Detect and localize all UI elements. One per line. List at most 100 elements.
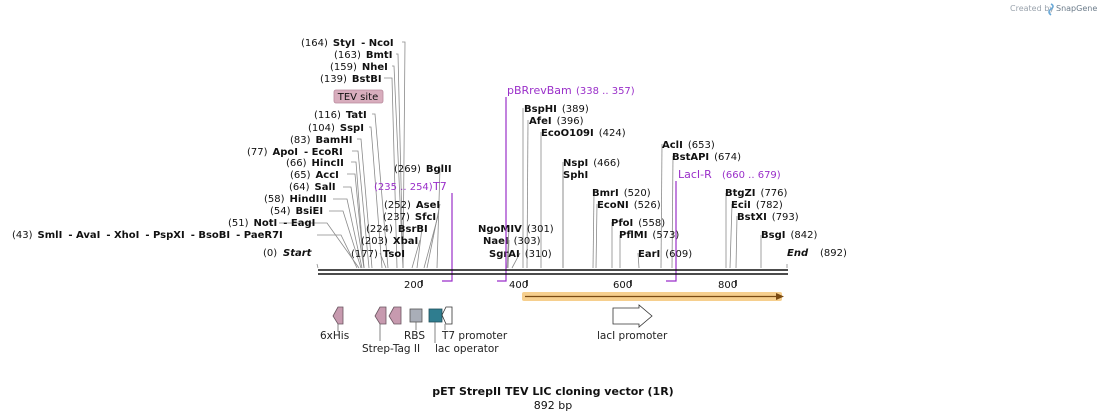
end-marker: End (892) <box>787 248 847 259</box>
site-label-r66[interactable]: (66)HincII <box>286 158 344 169</box>
site-label-r58[interactable]: (58)HindIII <box>264 194 327 205</box>
site-label-r163[interactable]: (163)BmtI <box>334 50 392 61</box>
tick-label-600: 600 <box>613 280 632 291</box>
site-label-r65[interactable]: (65)AccI <box>290 170 339 181</box>
site-label-r177[interactable]: (177)TsoI <box>351 249 405 260</box>
site-position: (389) <box>562 104 589 115</box>
site-label-rbtgzi[interactable]: BtgZI(776) <box>725 188 788 199</box>
site-position: (310) <box>525 249 552 260</box>
site-label-rbstapi[interactable]: BstAPI(674) <box>672 152 741 163</box>
primer-pbrrevbam[interactable]: pBRrevBam (338 .. 357) <box>497 84 635 282</box>
primer-t7[interactable]: (235 .. 254) T7 <box>374 180 453 282</box>
laci-orf-arrow[interactable] <box>522 292 784 301</box>
site-label-r224[interactable]: (224)BsrBI <box>366 224 428 235</box>
site-label-rsph[interactable]: SphI <box>563 170 588 181</box>
site-position: (793) <box>772 212 799 223</box>
site-label-r237[interactable]: (237)SfcI <box>383 212 436 223</box>
lac-operator-label: lac operator <box>435 343 499 355</box>
enzyme-name: AseI <box>416 200 440 211</box>
t7-promoter-feature[interactable]: T7 promoter <box>441 306 508 342</box>
site-position: (424) <box>599 128 626 139</box>
created-by-text: Created by <box>1010 4 1054 13</box>
site-label-r54[interactable]: (54)BsiEI <box>270 206 323 217</box>
enzyme-name: BglII <box>426 164 452 175</box>
site-label-rpfo[interactable]: PfoI(558) <box>611 218 665 229</box>
enzyme-name: TatI <box>346 110 367 121</box>
site-position: (674) <box>714 152 741 163</box>
site-label-rbstxi[interactable]: BstXI (793) <box>737 212 799 223</box>
site-label-r116[interactable]: (116)TatI <box>314 110 367 121</box>
site-position: (58) <box>264 194 285 205</box>
site-position: (609) <box>665 249 692 260</box>
site-label-r164[interactable]: (164)StyI- NcoI <box>301 38 394 49</box>
site-position: (64) <box>289 182 310 193</box>
site-connector-lines <box>279 41 788 269</box>
start-marker: (0) Start <box>263 248 313 259</box>
site-label-r203[interactable]: (203)XbaI <box>361 236 418 247</box>
site-position: (77) <box>247 147 268 158</box>
start-label: Start <box>283 248 313 259</box>
site-label-rbsp[interactable]: BspHI(389) <box>524 104 589 115</box>
site-label-rbmr[interactable]: BmrI(520) <box>592 188 651 199</box>
tick-label-400: 400 <box>509 280 528 291</box>
site-label-r139[interactable]: (139) BstBI <box>320 74 382 85</box>
site-label-rpflmi[interactable]: PflMI(573) <box>619 230 679 241</box>
site-label-rnae[interactable]: NaeI(303) <box>483 236 541 247</box>
enzyme-name: TsoI <box>383 249 405 260</box>
site-position: (139) <box>320 74 347 85</box>
enzyme-name: EcoNI <box>597 200 629 211</box>
map-length: 892 bp <box>534 399 572 412</box>
enzyme-name: SgrAI <box>489 249 520 260</box>
primer-pbrrevbam-label: pBRrevBam <box>507 84 572 97</box>
his-tag-feature[interactable]: 6xHis <box>320 306 349 342</box>
end-position: (892) <box>820 248 847 259</box>
site-label-racl[interactable]: AclI(653) <box>662 140 715 151</box>
strep-tag-feature[interactable]: Strep-Tag II <box>362 306 420 355</box>
enzyme-name: AclI <box>662 140 683 151</box>
site-label-recon[interactable]: EcoNI(526) <box>597 200 661 211</box>
site-label-r159[interactable]: (159)NheI <box>330 62 388 73</box>
primer-t7-label: T7 <box>432 180 447 193</box>
site-label-rbsgi[interactable]: BsgI(842) <box>761 230 817 241</box>
site-label-r252[interactable]: (252)AseI <box>384 200 440 211</box>
site-position: (558) <box>638 218 665 229</box>
site-label-recii[interactable]: EciI(782) <box>731 200 783 211</box>
site-label-r104[interactable]: (104)SspI <box>308 123 364 134</box>
site-position: (43) <box>12 230 33 241</box>
site-position: (164) <box>301 38 328 49</box>
site-label-reco109[interactable]: EcoO109I (424) <box>541 128 626 139</box>
site-position: (573) <box>652 230 679 241</box>
restriction-site-labels: (43)SmlI- AvaI- XhoI- PspXI- BsoBI- PaeR… <box>12 38 817 260</box>
tev-site-feature[interactable]: TEV site <box>333 89 384 104</box>
laci-promoter-label: lacI promoter <box>597 330 668 342</box>
primer-laci-r[interactable]: LacI-R (660 .. 679) <box>666 168 781 282</box>
site-label-r51[interactable]: (51)NotI- EagI <box>228 218 315 229</box>
site-label-r77[interactable]: (77)ApoI- EcoRI <box>247 147 343 158</box>
t7-promoter-label: T7 promoter <box>441 330 508 342</box>
tick-label-800: 800 <box>718 280 737 291</box>
site-position: (159) <box>330 62 357 73</box>
site-label-r83[interactable]: (83)BamHI <box>290 135 352 146</box>
site-position: (65) <box>290 170 311 181</box>
site-position: (224) <box>366 224 393 235</box>
site-label-r64[interactable]: (64)SalI <box>289 182 336 193</box>
site-label-r43[interactable]: (43)SmlI- AvaI- XhoI- PspXI- BsoBI- PaeR… <box>12 230 283 241</box>
site-position: (237) <box>383 212 410 223</box>
site-label-r269[interactable]: (269) BglII <box>394 164 452 175</box>
enzyme-name: BstXI <box>737 212 767 223</box>
site-position: (520) <box>624 188 651 199</box>
primer-laci-r-range: (660 .. 679) <box>722 170 781 181</box>
rbs-feature[interactable]: RBS <box>404 308 425 342</box>
enzyme-name: EcoO109I <box>541 128 594 139</box>
end-label: End <box>787 248 809 259</box>
site-label-rear[interactable]: EarI(609) <box>638 249 692 260</box>
lac-operator-feature[interactable]: lac operator <box>428 308 499 355</box>
site-label-rsgr[interactable]: SgrAI (310) <box>489 249 552 260</box>
site-position: (269) <box>394 164 421 175</box>
site-label-rnsp[interactable]: NspI(466) <box>563 158 620 169</box>
site-position: (104) <box>308 123 335 134</box>
laci-promoter-feature[interactable]: lacI promoter <box>597 304 668 342</box>
enzyme-name: BstBI <box>352 74 382 85</box>
site-label-rngo[interactable]: NgoMIV(301) <box>478 224 554 235</box>
site-label-rafe[interactable]: AfeI(396) <box>529 116 584 127</box>
